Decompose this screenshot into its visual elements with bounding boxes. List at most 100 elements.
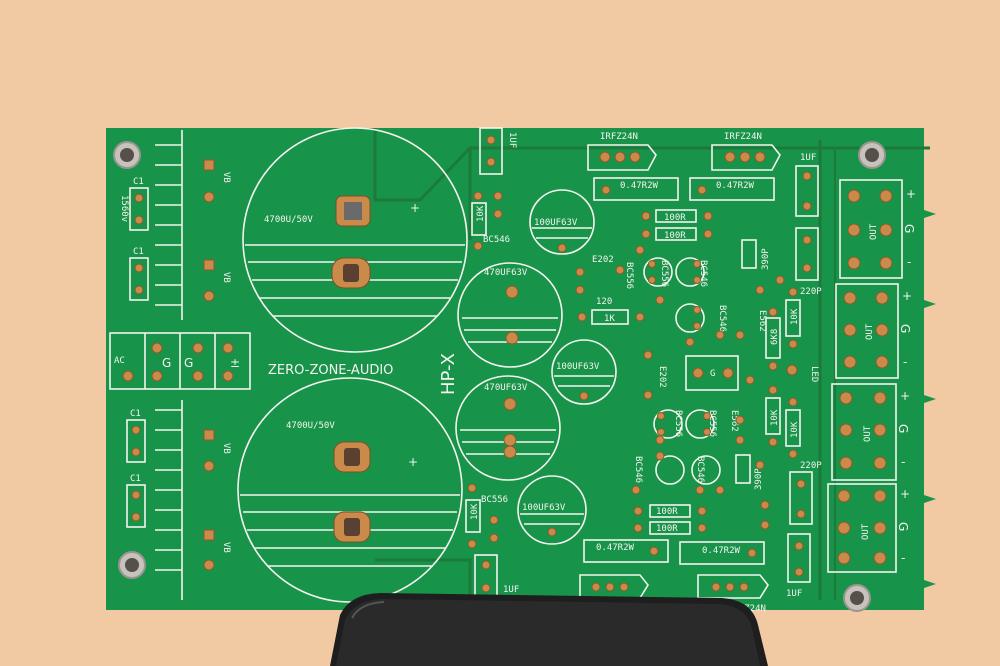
big-cap-top [242,127,468,353]
res-1k [591,309,629,325]
out-minus-3: - [901,455,905,469]
res-047-3 [583,539,669,563]
out-g-4: G [896,522,910,531]
cap-390p-top [741,239,757,269]
res-047-2-label: 0.47R2W [716,181,755,191]
bc556-mid-label-1: BC556 [624,262,634,289]
brand-label: ZERO-ZONE-AUDIO [268,363,393,378]
vb-label-4: VB [221,542,231,553]
ac-label: AC [114,356,125,366]
output-terminals [827,179,903,573]
c1-label-4: C1 [130,474,141,484]
vb-label-1: VB [221,172,231,183]
cap-100-mid [551,339,617,405]
cap-390p-bottom [735,454,751,484]
edge-connector-tabs [924,210,936,588]
out-plus-3: + [900,389,910,403]
res-6k8-label: 6K8 [770,329,780,345]
c1-label-3: C1 [130,409,141,419]
out-plus-4: + [900,487,910,501]
out-label-4: OUT [861,523,871,540]
bc546-mid-label-1: BC546 [698,260,708,287]
res-10k-top-label: 10K [476,205,486,222]
bc546-low-label-1: BC546 [633,456,643,483]
big-cap-bottom [237,377,463,603]
bc546-top-label: BC546 [483,235,510,245]
cap-220p-bottom [789,471,813,525]
e562-label-2: E562 [729,410,739,432]
big-cap-bottom-label: 4700U/50V [286,421,335,431]
mounting-holes [113,141,886,612]
res-100r-1-label: 100R [664,213,686,223]
cap-1uf-right-top-label: 1UF [800,153,816,163]
mosfet-top-left-label: IRFZ24N [600,132,638,142]
cap-220p-bottom-label: 220P [800,461,822,471]
bc556-low-label-2: BC556 [707,410,717,437]
res-10k-right-1: 10K [790,308,800,325]
out-minus-1: - [907,255,911,269]
e202-label-top: E202 [592,255,614,265]
bc546-low-label-2: BC546 [695,456,705,483]
out-label-1: OUT [869,223,879,240]
small-transistors [643,257,721,485]
cap-100-mid-label: 100UF63V [556,362,600,372]
c1-label-2: C1 [133,247,144,257]
led-label: LED [809,366,819,382]
out-minus-4: - [901,551,905,565]
cap-100-top [529,189,595,255]
vb-label-2: VB [221,272,231,283]
bc556-low-label-1: BC556 [673,410,683,437]
cap-1uf-right-bottom [787,533,811,583]
res-100r-4-label: 100R [656,524,678,534]
res-047-2 [689,177,775,201]
res-10k-right-2: 10K [770,409,780,426]
vb-label-3: VB [221,443,231,454]
out-g-3: G [896,424,910,433]
res-10k-bottom [465,499,481,533]
out-plus-2: + [902,289,912,303]
g-label-2: G [184,356,193,370]
cap-1uf-top [479,127,503,175]
right-resistors [765,287,801,459]
cap-1uf-bottom-label: 1UF [503,585,519,595]
res-100r-2-label: 100R [664,231,686,241]
mosfet-top-right [711,144,781,171]
cap-470-bottom-label: 470UF63V [484,383,528,393]
out-plus-1: + [906,187,916,201]
bc556-bottom-label: BC556 [481,495,508,505]
e202-pad-top [575,267,585,277]
mosfet-bottom [579,574,769,599]
e562-label-1: E562 [757,310,767,332]
res-047-1 [593,177,679,201]
cap-390p-top-label: 390P [761,248,771,270]
out-g-1: G [902,224,916,233]
res-047-4 [679,541,765,565]
model-label: HP-X [438,353,459,395]
cap-470-top [457,262,563,368]
res-10k-top [471,202,487,236]
big-cap-bottom-plus: + [408,455,418,469]
misc-pads [575,245,785,530]
ac-terminal-block [109,332,251,390]
res-1k-label: 1K [604,314,615,324]
res-047-3-label: 0.47R2W [596,543,635,553]
bc546-mid-label-2: BC546 [717,305,727,332]
cap-220p-top-label: 220P [800,287,822,297]
phone-foreground [330,593,768,666]
c1-label-1: C1 [133,177,144,187]
c1-value-label: 1560v [119,195,129,222]
cap-390p-bottom-label: 390P [754,468,764,490]
cap-100-top-label: 100UF63V [534,218,578,228]
cap-220p-top [795,227,819,281]
bc556-mid-label-2: BC556 [659,260,669,287]
cap-100-bottom-label: 100UF63V [522,503,566,513]
cap-1uf-right-bottom-label: 1UF [786,589,802,599]
out-minus-2: - [903,355,907,369]
res-10k-bottom-label: 10K [470,503,480,520]
heatsink-outline-bottom [155,400,183,600]
res-10k-right-3: 10K [790,421,800,438]
left-c1-caps [126,187,149,528]
res-047-4-label: 0.47R2W [702,546,741,556]
cap-100-bottom [517,475,587,545]
